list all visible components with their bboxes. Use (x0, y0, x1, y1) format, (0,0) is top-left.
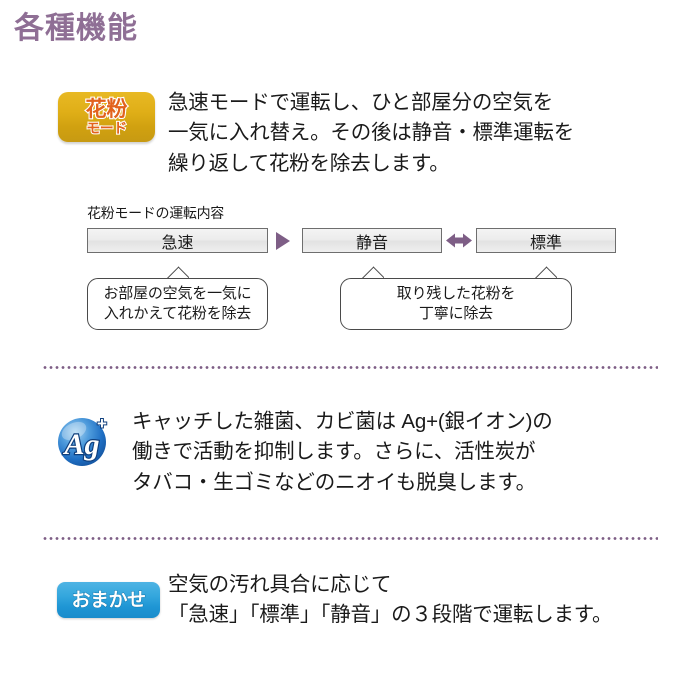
callout-tail-rapid (167, 258, 189, 280)
callout-tail-quiet (362, 258, 384, 280)
section-divider (42, 366, 658, 369)
callout-tail-standard (535, 258, 557, 280)
section-divider (42, 537, 658, 540)
kafun-mode-badge-line2: モード (85, 120, 128, 136)
kafun-mode-badge-line1: 花粉 (84, 98, 128, 121)
omakase-description: 空気の汚れ具合に応じて 「急速」「標準」「静音」の３段階で運転します。 (168, 573, 613, 627)
callout-rapid: お部屋の空気を一気に 入れかえて花粉を除去 (87, 278, 268, 330)
svg-text:+: + (97, 414, 107, 433)
omakase-badge-label: おまかせ (71, 589, 146, 611)
ag-plus-icon: Ag + (56, 412, 112, 468)
kafun-mode-description: 急速モードで運転し、ひと部屋分の空気を 一気に入れ替え。その後は静音・標準運転を… (168, 91, 574, 175)
kafun-mode-badge: 花粉 モード (58, 92, 155, 142)
callout-quiet-standard: 取り残した花粉を 丁寧に除去 (340, 278, 572, 330)
svg-text:Ag: Ag (62, 428, 99, 461)
arrow-left-right-icon (446, 231, 472, 250)
flow-box-quiet: 静音 (302, 228, 442, 253)
page-title: 各種機能 (14, 12, 138, 45)
arrow-right-icon (276, 232, 290, 250)
flow-box-rapid: 急速 (87, 228, 268, 253)
flow-diagram-caption: 花粉モードの運転内容 (87, 205, 224, 221)
ag-plus-description: キャッチした雑菌、カビ菌は Ag+(銀イオン)の 働きで活動を抑制します。さらに… (132, 410, 553, 494)
omakase-badge: おまかせ (57, 582, 160, 618)
flow-box-standard: 標準 (476, 228, 616, 253)
